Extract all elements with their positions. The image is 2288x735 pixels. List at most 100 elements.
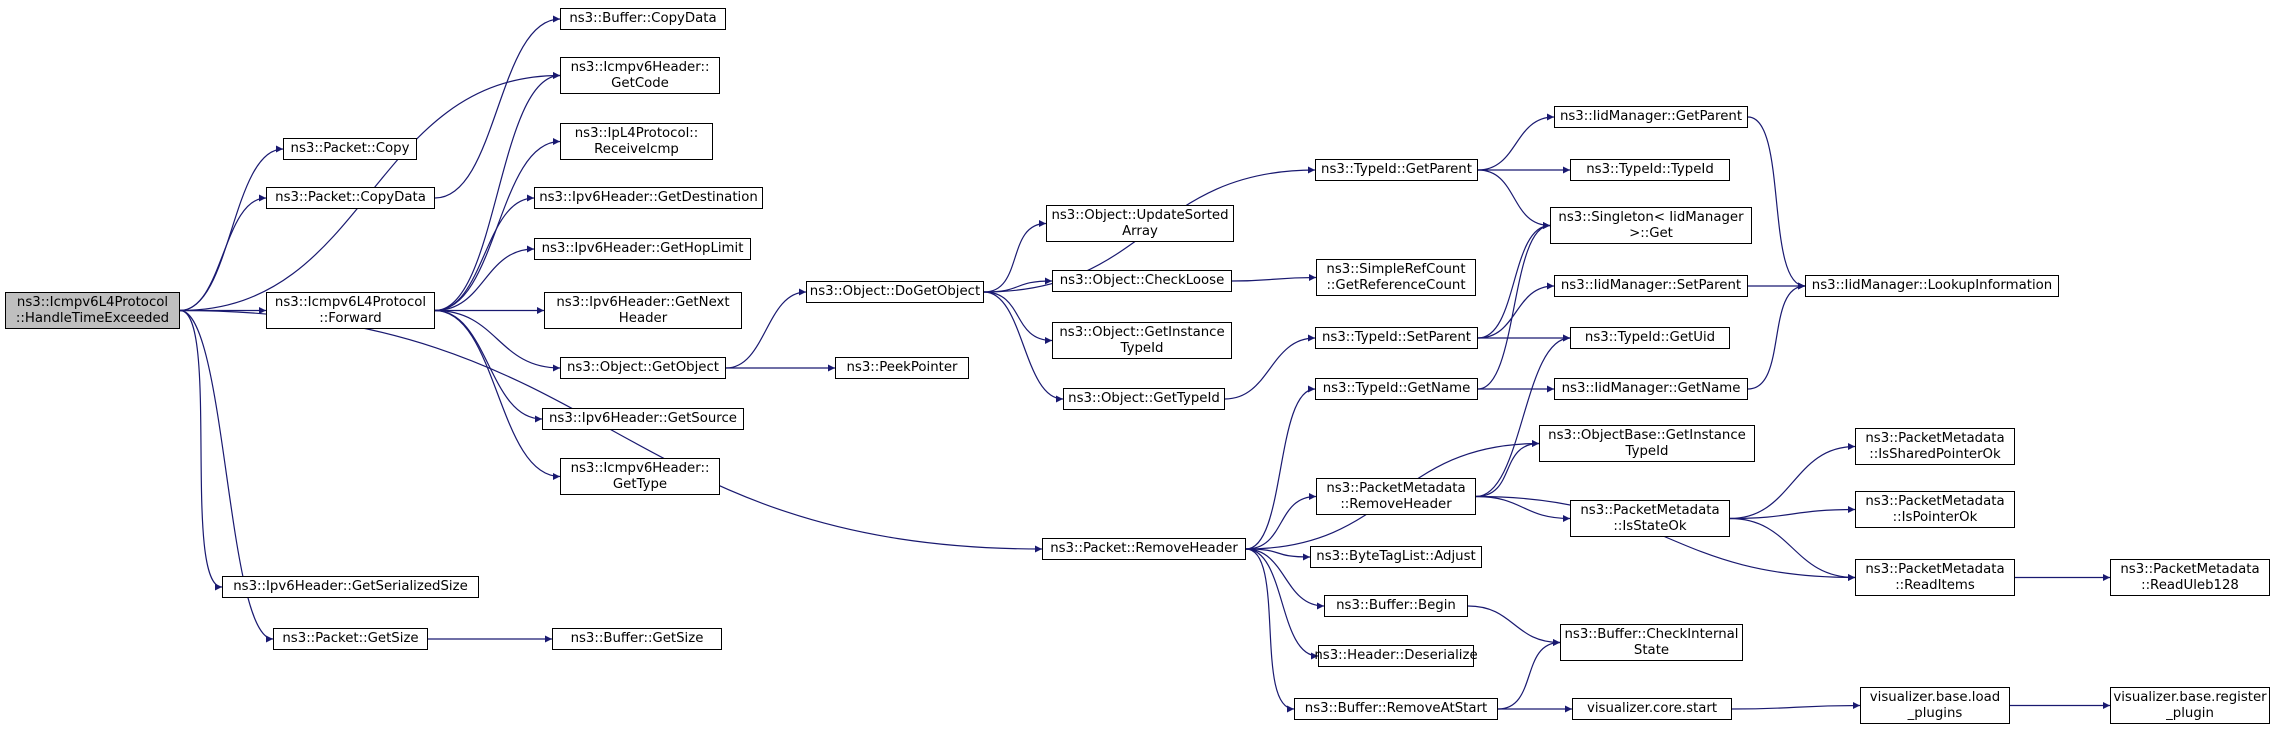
node-label-line: ::IsPointerOk (1892, 509, 1978, 525)
node-header-deserialize[interactable]: ns3::Header::Deserialize (1314, 645, 1478, 667)
edge-packet-removeheader-to-header-deserialize (1245, 548, 1319, 660)
node-label-line: ns3::Buffer::RemoveAtStart (1304, 701, 1488, 716)
edge-object-dogetobject-to-object-gettypeid (983, 291, 1064, 403)
node-label-line: ::ReadUleb128 (2141, 577, 2239, 593)
edge-root-to-packet-copy (179, 145, 284, 312)
node-label-line: ns3::Header::Deserialize (1314, 648, 1478, 663)
edge-icmp-forward-to-icmphdr-gettype (434, 309, 561, 480)
node-object-checkloose[interactable]: ns3::Object::CheckLoose (1052, 270, 1232, 292)
node-bytetaglist-adjust[interactable]: ns3::ByteTagList::Adjust (1310, 546, 1482, 568)
node-iid-getname[interactable]: ns3::IidManager::GetName (1554, 378, 1748, 400)
edge-buffer-begin-to-buffer-checkinternal (1467, 605, 1561, 646)
node-peekpointer[interactable]: ns3::PeekPointer (835, 357, 969, 379)
node-label-line: GetCode (611, 75, 669, 91)
edge-icmp-forward-to-ipv6-getdest (434, 194, 535, 312)
node-label-line: ns3::Object::GetTypeId (1068, 391, 1220, 406)
node-ipv6-gethoplimit[interactable]: ns3::Ipv6Header::GetHopLimit (534, 238, 751, 260)
node-typeid-getuid[interactable]: ns3::TypeId::GetUid (1570, 327, 1730, 349)
edge-buffer-removeatstart-to-buffer-checkinternal (1497, 639, 1561, 710)
node-label-line: ns3::IidManager::GetName (1561, 381, 1741, 396)
node-typeid-setparent[interactable]: ns3::TypeId::SetParent (1315, 327, 1478, 349)
node-typeid-getparent[interactable]: ns3::TypeId::GetParent (1315, 159, 1478, 181)
node-label-line: ::GetReferenceCount (1326, 277, 1466, 293)
node-ipv6-getdest[interactable]: ns3::Ipv6Header::GetDestination (534, 187, 763, 209)
node-iid-getparent[interactable]: ns3::IidManager::GetParent (1554, 106, 1748, 128)
node-ipv6-getserialized[interactable]: ns3::Ipv6Header::GetSerializedSize (222, 576, 479, 598)
node-label-line: ns3::TypeId::SetParent (1321, 330, 1472, 345)
node-label-line: ReceiveIcmp (594, 141, 679, 157)
node-object-dogetobject[interactable]: ns3::Object::DoGetObject (806, 281, 984, 303)
node-ipl4-receiveicmp[interactable]: ns3::IpL4Protocol::ReceiveIcmp (560, 123, 713, 160)
node-viz-register-plugin[interactable]: visualizer.base.register_plugin (2110, 687, 2270, 724)
node-label-line: Header (618, 310, 668, 326)
node-packet-getsize[interactable]: ns3::Packet::GetSize (273, 628, 428, 650)
node-buffer-begin[interactable]: ns3::Buffer::Begin (1324, 595, 1468, 617)
node-label-line: ns3::Ipv6Header::GetSource (549, 411, 737, 426)
node-packet-removeheader[interactable]: ns3::Packet::RemoveHeader (1042, 538, 1246, 560)
edge-pm-isstateok-to-pm-readitems (1729, 517, 1856, 581)
node-label-line: ns3::Packet::GetSize (282, 631, 419, 646)
node-icmp-forward[interactable]: ns3::Icmpv6L4Protocol::Forward (266, 292, 435, 329)
node-label-line: ns3::Buffer::Begin (1336, 598, 1456, 613)
node-label-line: ns3::Object::CheckLoose (1059, 273, 1225, 288)
edge-root-to-packet-copydata (179, 194, 267, 312)
node-label-line: ns3::PacketMetadata (2120, 561, 2260, 577)
node-label-line: ns3::Ipv6Header::GetHopLimit (541, 241, 744, 256)
node-label-line: State (1633, 642, 1670, 658)
node-pm-isstateok[interactable]: ns3::PacketMetadata::IsStateOk (1570, 500, 1730, 537)
node-iid-setparent[interactable]: ns3::IidManager::SetParent (1554, 275, 1748, 297)
node-pm-readitems[interactable]: ns3::PacketMetadata::ReadItems (1855, 559, 2015, 596)
edge-object-dogetobject-to-object-checkloose (983, 277, 1053, 293)
node-ipv6-getsource[interactable]: ns3::Ipv6Header::GetSource (542, 408, 744, 430)
node-label-line: ::RemoveHeader (1340, 496, 1452, 512)
node-pm-readuleb128[interactable]: ns3::PacketMetadata::ReadUleb128 (2110, 559, 2270, 596)
node-label-line: ::IsStateOk (1613, 518, 1687, 534)
node-label-line: ns3::SimpleRefCount (1326, 261, 1466, 277)
node-label-line: ns3::Ipv6Header::GetNext (556, 294, 730, 310)
node-label-line: ns3::TypeId::GetUid (1584, 330, 1716, 345)
edge-typeid-getparent-to-singleton-get (1477, 169, 1551, 229)
node-packet-copy[interactable]: ns3::Packet::Copy (283, 138, 417, 160)
node-root[interactable]: ns3::Icmpv6L4Protocol::HandleTimeExceede… (5, 292, 180, 329)
edge-pm-removeheader-to-pm-readitems (1475, 495, 1856, 581)
edge-pm-isstateok-to-pm-ispointerok (1729, 506, 1856, 520)
edge-icmp-forward-to-ipv6-gethoplimit (434, 245, 535, 312)
node-label-line: visualizer.base.register (2113, 689, 2267, 705)
edge-icmp-forward-to-icmphdr-getcode (434, 72, 561, 312)
node-pm-removeheader[interactable]: ns3::PacketMetadata::RemoveHeader (1316, 478, 1476, 515)
node-typeid-getname[interactable]: ns3::TypeId::GetName (1315, 378, 1478, 400)
edge-pm-isstateok-to-pm-issharedpointerok (1729, 443, 1856, 520)
node-typeid-typeid[interactable]: ns3::TypeId::TypeId (1570, 159, 1730, 181)
node-label-line: ns3::Ipv6Header::GetDestination (539, 190, 758, 205)
node-pm-ispointerok[interactable]: ns3::PacketMetadata::IsPointerOk (1855, 491, 2015, 528)
node-buffer-getsize[interactable]: ns3::Buffer::GetSize (552, 628, 722, 650)
node-packet-copydata[interactable]: ns3::Packet::CopyData (266, 187, 435, 209)
node-icmphdr-gettype[interactable]: ns3::Icmpv6Header::GetType (560, 458, 720, 495)
node-pm-issharedpointerok[interactable]: ns3::PacketMetadata::IsSharedPointerOk (1855, 428, 2015, 465)
node-simplerefcount[interactable]: ns3::SimpleRefCount::GetReferenceCount (1316, 259, 1476, 296)
node-label-line: visualizer.base.load (1869, 689, 2001, 705)
node-label-line: ns3::Icmpv6Header:: (570, 59, 710, 75)
edge-packet-removeheader-to-buffer-removeatstart (1245, 548, 1295, 713)
node-object-gettypeid[interactable]: ns3::Object::GetTypeId (1063, 388, 1225, 410)
node-icmphdr-getcode[interactable]: ns3::Icmpv6Header::GetCode (560, 57, 720, 94)
node-singleton-get[interactable]: ns3::Singleton< IidManager >::Get (1550, 207, 1752, 244)
edge-iid-getparent-to-iid-lookup (1747, 116, 1806, 290)
node-viz-load-plugins[interactable]: visualizer.base.load_plugins (1860, 687, 2010, 724)
edge-pm-removeheader-to-typeid-getuid (1475, 334, 1571, 498)
node-iid-lookup[interactable]: ns3::IidManager::LookupInformation (1805, 275, 2059, 297)
node-label-line: ns3::TypeId::GetParent (1321, 162, 1472, 177)
node-label-line: ns3::ObjectBase::GetInstance (1548, 427, 1746, 443)
node-object-getobject[interactable]: ns3::Object::GetObject (560, 357, 726, 379)
edge-root-to-packet-getsize (179, 309, 274, 643)
node-buffer-removeatstart[interactable]: ns3::Buffer::RemoveAtStart (1294, 698, 1498, 720)
node-buffer-copydata[interactable]: ns3::Buffer::CopyData (560, 8, 726, 30)
node-label-line: ns3::PacketMetadata (1865, 493, 2005, 509)
node-viz-core-start[interactable]: visualizer.core.start (1572, 698, 1732, 720)
